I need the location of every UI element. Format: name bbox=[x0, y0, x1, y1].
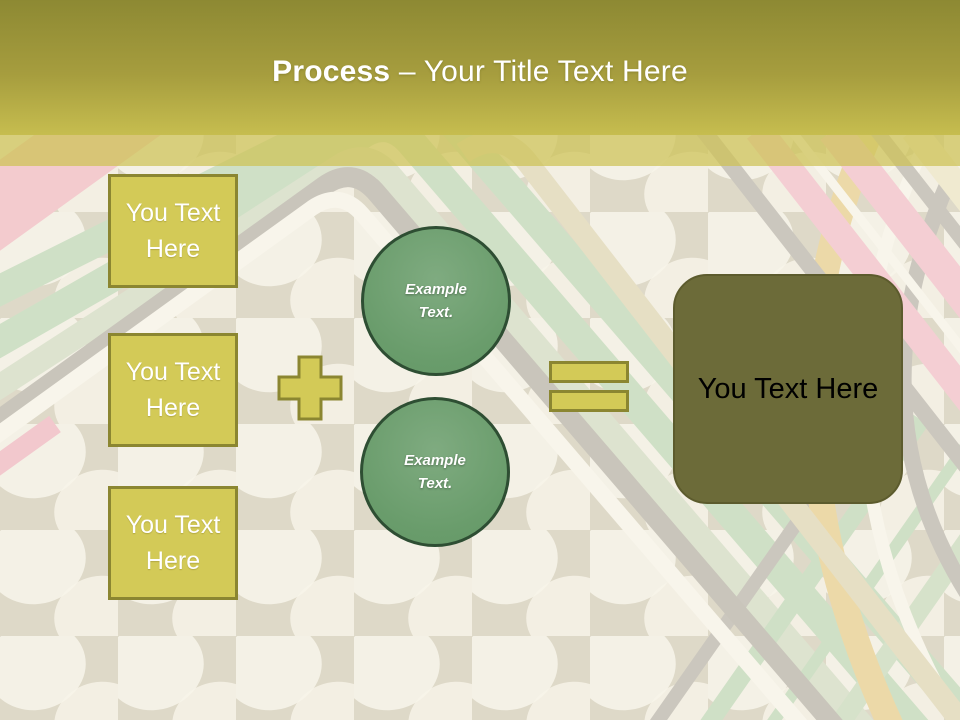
bg-chevron-gray bbox=[0, 167, 843, 720]
result-box-label: You Text Here bbox=[697, 372, 879, 405]
equals-bar-top bbox=[549, 361, 629, 383]
title-suffix: – Your Title Text Here bbox=[390, 54, 688, 88]
bg-stripe-gray-tr1 bbox=[696, 125, 960, 472]
plus-icon-shape bbox=[277, 355, 343, 421]
input-box-3-label: You Text Here bbox=[125, 511, 221, 575]
bg-chevron-white-inner bbox=[0, 191, 808, 720]
input-box-3[interactable]: You Text Here bbox=[108, 486, 238, 600]
example-circle-1[interactable]: Example Text. bbox=[361, 226, 511, 376]
page-title: Process – Your Title Text Here bbox=[272, 55, 688, 89]
bg-stripe-white-tr bbox=[787, 127, 960, 354]
input-box-2[interactable]: You Text Here bbox=[108, 333, 238, 447]
header-accent-strip bbox=[0, 135, 960, 166]
equals-bar-bottom bbox=[549, 390, 629, 412]
plus-icon bbox=[277, 355, 343, 421]
bg-sliver-pink-left bbox=[0, 415, 61, 476]
input-box-1-label: You Text Here bbox=[125, 199, 221, 263]
bg-stripe-gray-tr2 bbox=[870, 125, 960, 249]
bg-stripe-pink-tr1 bbox=[746, 121, 960, 412]
input-box-1[interactable]: You Text Here bbox=[108, 174, 238, 288]
title-emphasis: Process bbox=[272, 54, 391, 88]
example-circle-1-label: Example Text. bbox=[405, 280, 467, 321]
input-box-2-label: You Text Here bbox=[125, 358, 221, 422]
bg-stripe-pink-tr2 bbox=[820, 120, 960, 319]
example-circle-2-label: Example Text. bbox=[404, 451, 466, 492]
equals-icon bbox=[549, 361, 629, 412]
plus-icon-graphic bbox=[277, 355, 343, 421]
example-circle-2[interactable]: Example Text. bbox=[360, 397, 510, 547]
slide-header: Process – Your Title Text Here bbox=[0, 0, 960, 135]
result-box[interactable]: You Text Here bbox=[673, 274, 903, 504]
